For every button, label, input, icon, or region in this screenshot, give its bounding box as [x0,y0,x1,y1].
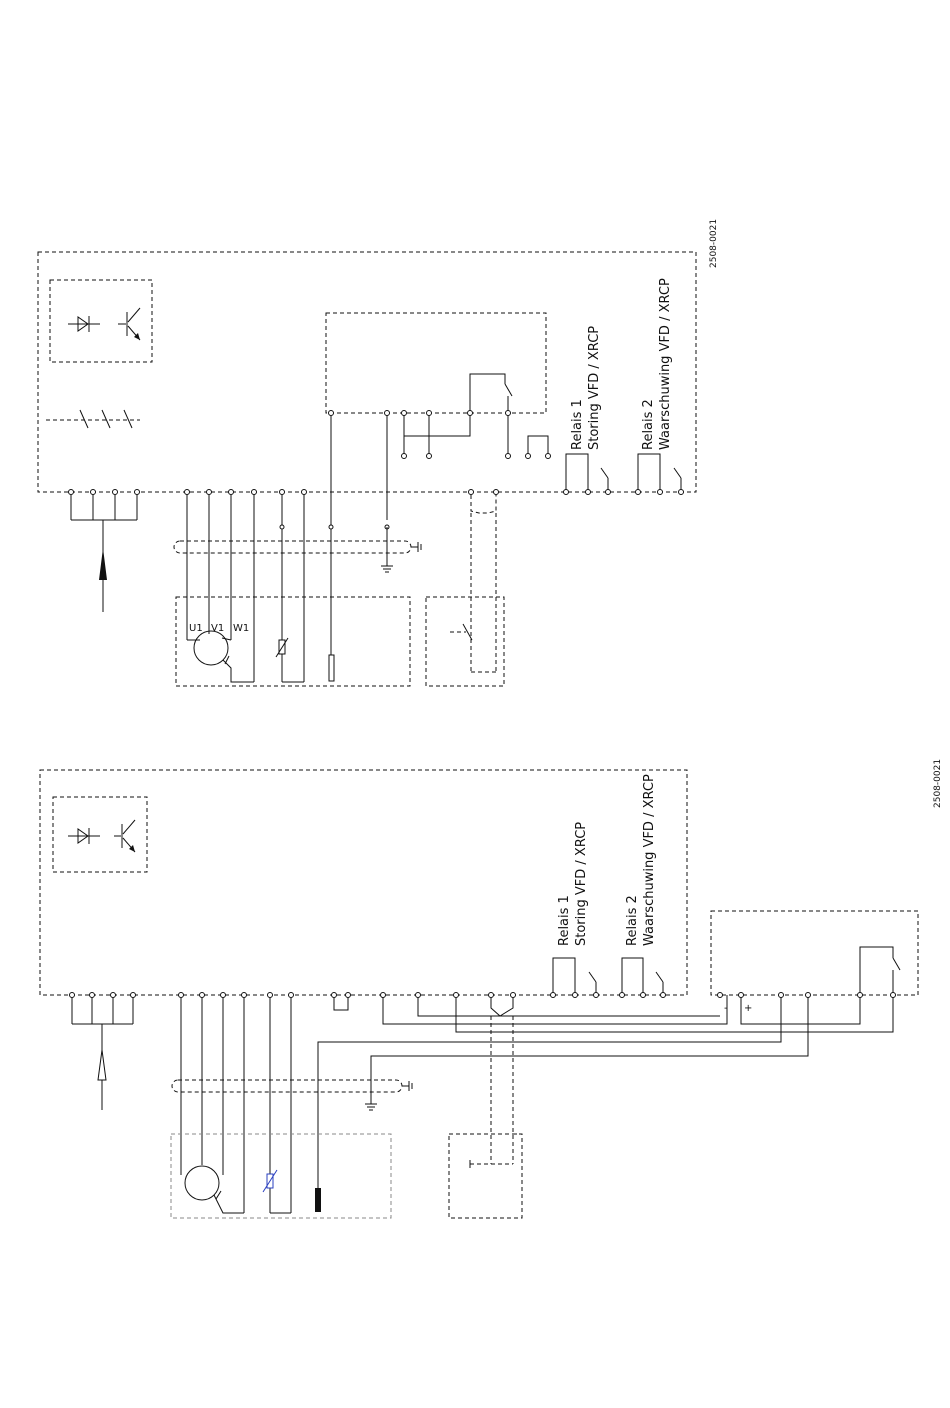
supply-arrow-icon [98,1050,106,1080]
controller-relay-icon [718,947,901,998]
bottom-drive-enclosure [40,770,687,995]
motor-terminal-v: V1 [211,623,224,634]
bottom-motor-enclosure [171,1134,391,1218]
diode-icon [68,828,100,844]
bottom-mains-supply [72,998,133,1110]
motor-terminal-u: U1 [189,623,203,634]
thermistor-icon [263,1170,291,1213]
top-relay1-label: Relais 1 [570,399,585,450]
bottom-relay2-label: Relais 2 [625,895,640,946]
dc-plus-label: + [744,1003,752,1014]
motor-terminal-w: W1 [233,623,249,634]
igbt-icon [118,308,140,340]
control-relay-icon [470,374,512,413]
bottom-relay2-desc: Waarschuwing VFD / XRCP [642,774,657,946]
remote-switch-icon [470,1016,518,1168]
internal-switch-chain [46,410,140,428]
bottom-drawing-id: 2508-0021 [933,759,943,808]
top-remote-switch-box [426,597,504,686]
top-control-terminals [329,411,551,521]
top-diagram: Relais 1 Storing VFD / XRCP Relais 2 Waa… [38,219,719,686]
remote-switch-icon [450,495,496,672]
top-relay2-desc: Waarschuwing VFD / XRCP [658,278,673,450]
top-relay2-contact [638,454,681,492]
bottom-diagram: Relais 1 Storing VFD / XRCP Relais 2 Waa… [40,759,943,1218]
top-control-board [326,313,546,413]
motor-icon [185,1166,244,1213]
bottom-external-controller [711,911,918,995]
thermistor-icon [276,638,304,682]
bottom-relay1-contact [553,958,596,995]
bottom-relay1-label: Relais 1 [557,895,572,946]
bottom-motor-wiring [172,998,412,1213]
bottom-power-module [53,797,147,872]
sensor-icon [315,1188,321,1212]
top-drawing-id: 2508-0021 [709,219,719,268]
top-relay1-contact [566,454,608,492]
top-relay1-desc: Storing VFD / XRCP [587,326,602,450]
bottom-relay1-desc: Storing VFD / XRCP [574,822,589,946]
top-motor-enclosure [176,597,410,686]
diode-icon [68,316,100,332]
top-mains-supply [71,495,137,612]
top-motor-wiring [174,416,421,682]
supply-arrow-icon [99,548,107,580]
bridge-jumper [334,998,348,1010]
bottom-relay2-contact [622,958,663,995]
bottom-control-wiring [318,995,893,1188]
top-power-module [50,280,152,362]
igbt-icon [114,820,135,852]
top-relay2-label: Relais 2 [641,399,656,450]
sensor-icon [329,655,334,681]
bottom-remote-switch-box [449,1134,522,1218]
dc-minus-label: - [724,1003,728,1014]
motor-icon [187,631,254,682]
